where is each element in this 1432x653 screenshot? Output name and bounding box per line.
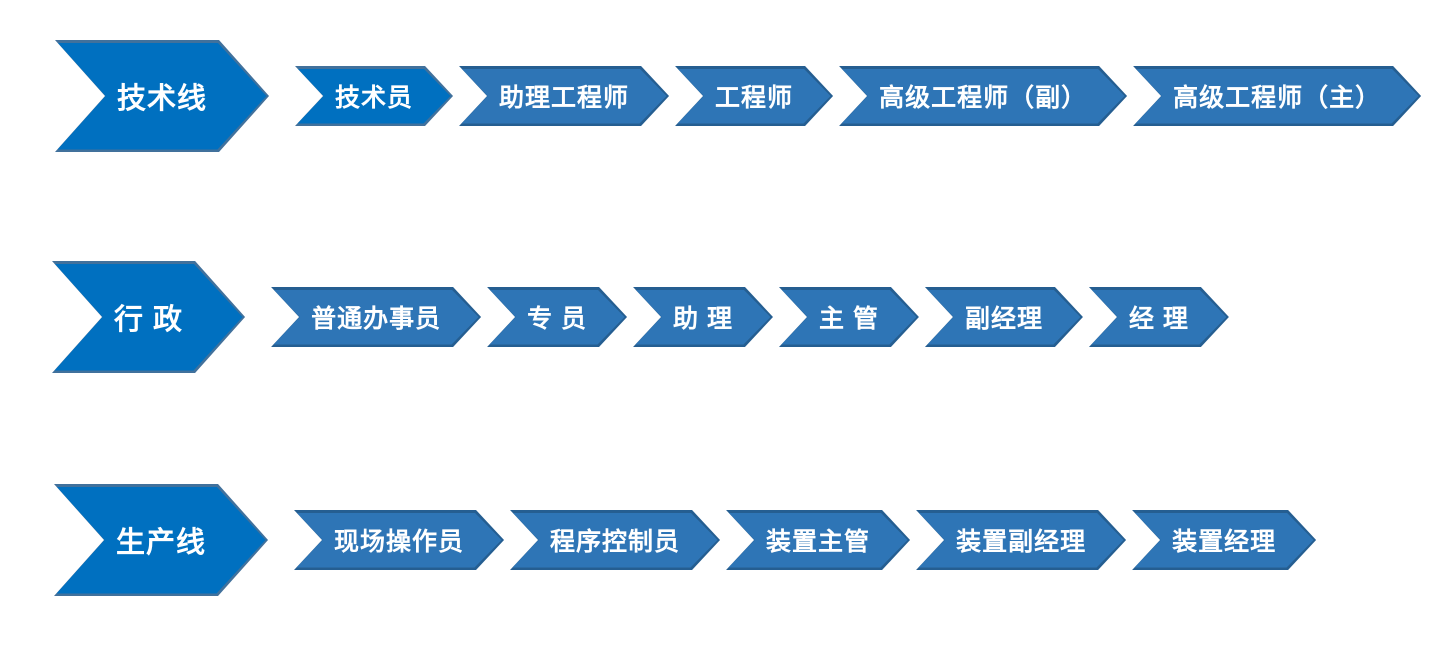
stage-chevron: 副经理 <box>925 287 1083 347</box>
stage-label: 装置主管 <box>766 528 871 556</box>
chevron-fill <box>274 290 479 345</box>
stage-chevron: 装置经理 <box>1132 510 1316 570</box>
stage-chevron: 普通办事员 <box>271 287 481 347</box>
chevron-fill <box>513 513 718 568</box>
category-chevron: 生产线 <box>54 484 268 596</box>
stage-chevron: 装置副经理 <box>916 510 1126 570</box>
stage-label: 助理工程师 <box>499 84 630 112</box>
chevron-fill <box>462 69 667 124</box>
stage-label: 主 管 <box>818 305 879 333</box>
stage-chevron: 主 管 <box>779 287 919 347</box>
category-chevron: 技术线 <box>55 40 269 152</box>
stage-label: 现场操作员 <box>334 528 465 556</box>
stage-label: 专 员 <box>527 305 588 333</box>
stage-label: 普通办事员 <box>311 305 442 333</box>
stage-chevron: 技术员 <box>295 66 453 126</box>
stage-label: 装置经理 <box>1172 528 1277 556</box>
chevron-fill <box>1135 513 1314 568</box>
category-label: 行 政 <box>114 304 184 336</box>
stage-label: 程序控制员 <box>550 528 681 556</box>
stage-chevron: 程序控制员 <box>510 510 720 570</box>
stage-label: 装置副经理 <box>956 528 1087 556</box>
stage-label: 高级工程师（主） <box>1173 84 1382 112</box>
stage-chevron: 现场操作员 <box>294 510 504 570</box>
stage-chevron: 助理工程师 <box>459 66 669 126</box>
career-row: 行 政 普通办事员 专 员 助 理 主 管 副经理 经 理 <box>52 261 1229 373</box>
stage-chevron: 高级工程师（副） <box>839 66 1127 126</box>
chevron-fill <box>729 513 908 568</box>
chevron-fill <box>842 69 1125 124</box>
chevron-fill <box>919 513 1124 568</box>
stage-chevron: 经 理 <box>1089 287 1229 347</box>
category-chevron: 行 政 <box>52 261 245 373</box>
career-row: 技术线 技术员 助理工程师 工程师 高级工程师（副） 高级工程师（主） <box>55 40 1421 152</box>
stage-chevron: 高级工程师（主） <box>1133 66 1421 126</box>
chevron-fill <box>1136 69 1419 124</box>
stage-chevron: 专 员 <box>487 287 627 347</box>
career-row: 生产线 现场操作员 程序控制员 装置主管 装置副经理 装置经理 <box>54 484 1316 596</box>
category-label: 生产线 <box>116 527 207 559</box>
stage-label: 助 理 <box>673 305 733 333</box>
stage-chevron: 工程师 <box>675 66 833 126</box>
stage-chevron: 装置主管 <box>726 510 910 570</box>
chevron-fill <box>297 513 502 568</box>
stage-label: 工程师 <box>715 84 794 112</box>
stage-label: 副经理 <box>964 305 1043 333</box>
stage-chevron: 助 理 <box>633 287 773 347</box>
stage-label: 经 理 <box>1128 305 1189 333</box>
category-label: 技术线 <box>117 83 208 115</box>
stage-label: 技术员 <box>335 84 414 112</box>
stage-label: 高级工程师（副） <box>879 84 1088 112</box>
